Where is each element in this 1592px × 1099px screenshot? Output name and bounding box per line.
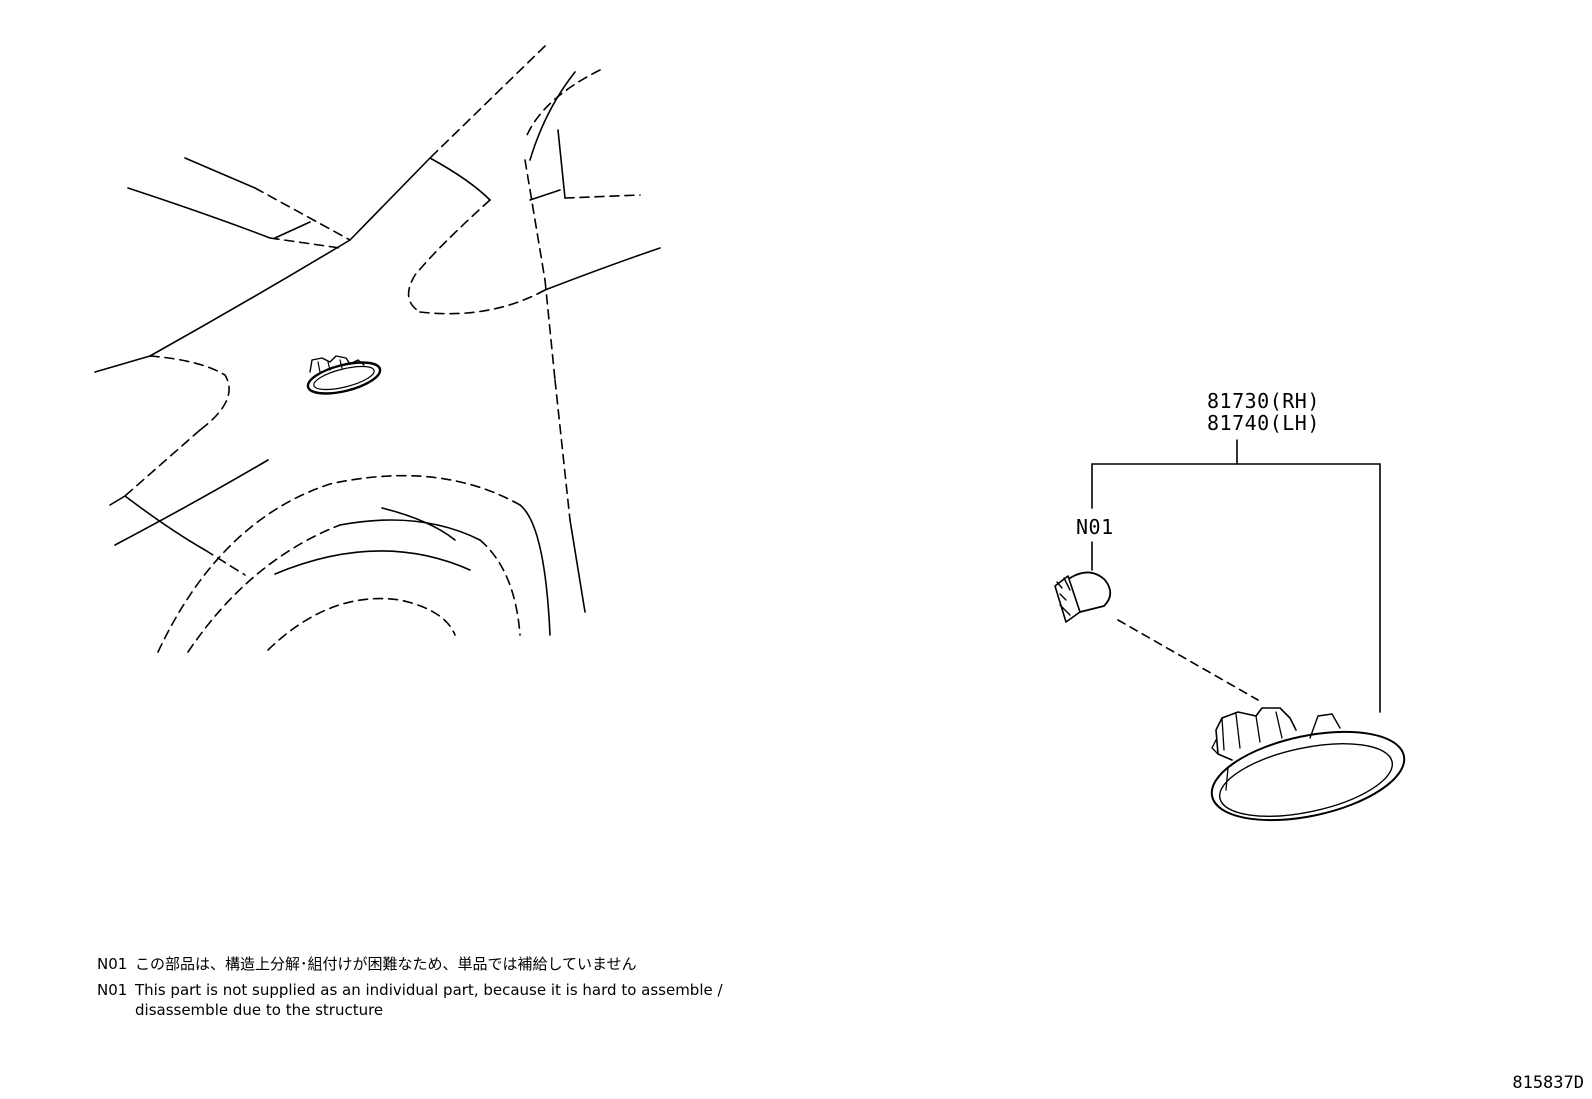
- note-text: この部品は、構造上分解･組付けが困難なため、単品では補給していません: [135, 955, 637, 973]
- bulb-icon: [1054, 571, 1112, 623]
- note-code: N01: [97, 955, 128, 973]
- note-code: N01: [97, 981, 128, 999]
- side-turn-lamp-assembly-icon: [1210, 707, 1406, 822]
- assembly-leader-line: [1117, 619, 1259, 701]
- note-english: N01 This part is not supplied as an indiv…: [97, 980, 723, 1000]
- bulb-callout-label: N01: [1076, 515, 1114, 539]
- note-text: disassemble due to the structure: [135, 1001, 384, 1019]
- illustration-id: 815837D: [1512, 1073, 1584, 1093]
- note-text: This part is not supplied as an individu…: [135, 981, 723, 999]
- part-number-lh: 81740(LH): [1207, 411, 1320, 435]
- callout-bracket: [1091, 439, 1381, 713]
- note-english-continued: disassemble due to the structure: [135, 1000, 383, 1020]
- part-number-rh: 81730(RH): [1207, 389, 1320, 413]
- vehicle-fender-outline: [94, 45, 661, 653]
- note-japanese: N01 この部品は、構造上分解･組付けが困難なため、単品では補給していません: [97, 954, 637, 974]
- side-turn-lamp-small-icon: [306, 355, 382, 395]
